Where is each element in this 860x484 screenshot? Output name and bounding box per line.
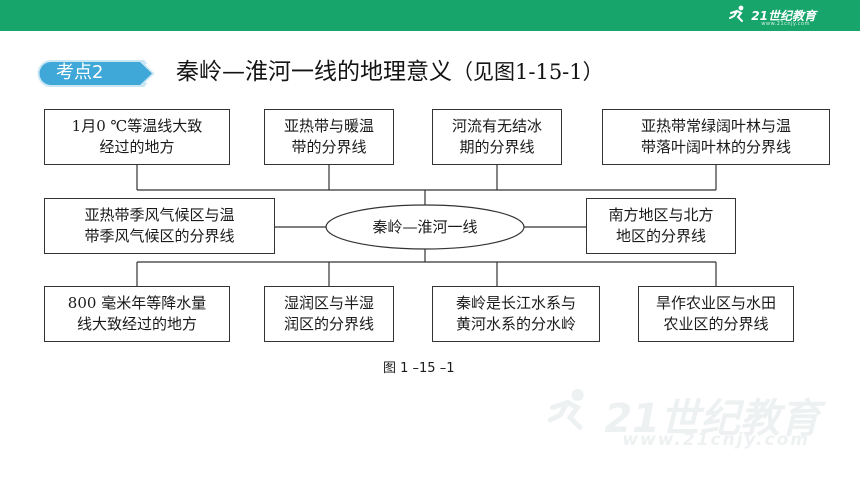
watermark: 21世纪教育 <box>542 385 820 445</box>
box-text-line: 带落叶阔叶林的分界线 <box>640 138 791 156</box>
section-tag-label: 考点2 <box>56 62 104 83</box>
box-monsoon-climate: 亚热带季风气候区与温 带季风气候区的分界线 <box>44 198 275 254</box>
box-text-line: 旱作农业区与水田 <box>655 294 776 312</box>
box-forest-boundary: 亚热带常绿阔叶林与温 带落叶阔叶林的分界线 <box>602 109 830 165</box>
box-text-line: 润区的分界线 <box>283 315 374 333</box>
box-text-line: 带的分界线 <box>291 138 367 156</box>
center-label: 秦岭—淮河一线 <box>372 218 478 236</box>
header-bar <box>0 0 860 31</box>
box-precipitation-800mm: 800 毫米年等降水量 线大致经过的地方 <box>44 286 230 342</box>
page-title: 秦岭—淮河一线的地理意义（见图1-15-1） <box>176 57 604 87</box>
runner-icon <box>728 4 748 27</box>
section-tag: 考点2 <box>36 58 160 89</box>
box-text-line: 亚热带常绿阔叶林与温 <box>640 117 791 135</box>
watermark-logo-text: 21世纪教育 <box>604 396 820 442</box>
box-text-line: 期的分界线 <box>459 138 535 156</box>
box-text-line: 地区的分界线 <box>615 227 706 245</box>
box-text-line: 经过的地方 <box>99 138 175 156</box>
box-text-line: 带季风气候区的分界线 <box>84 227 235 245</box>
box-text-line: 线大致经过的地方 <box>76 315 197 333</box>
box-text-line: 河流有无结冰 <box>451 117 542 135</box>
box-text-line: 农业区的分界线 <box>663 315 769 333</box>
box-text-line: 黄河水系的分水岭 <box>455 315 576 333</box>
box-text-line: 秦岭是长江水系与 <box>455 294 576 312</box>
box-north-south-regions: 南方地区与北方 地区的分界线 <box>586 198 736 254</box>
box-text-line: 800 毫米年等降水量 <box>67 294 207 312</box>
box-isotherm-0c: 1月0 ℃等温线大致 经过的地方 <box>44 109 230 165</box>
box-river-freezing: 河流有无结冰 期的分界线 <box>432 109 562 165</box>
box-text-line: 亚热带与暖温 <box>283 117 374 135</box>
watermark-runner-icon <box>542 385 598 445</box>
box-watershed: 秦岭是长江水系与 黄河水系的分水岭 <box>432 286 600 342</box>
watermark-url: www.21cnjy.com <box>622 430 810 450</box>
box-agriculture: 旱作农业区与水田 农业区的分界线 <box>638 286 794 342</box>
figure-caption: 图 1 –15 –1 <box>383 361 455 376</box>
brand-logo: 21世纪教育 <box>728 3 816 27</box>
box-text-line: 1月0 ℃等温线大致 <box>71 117 203 135</box>
box-text-line: 湿润区与半湿 <box>283 294 374 312</box>
box-humid-subhumid: 湿润区与半湿 润区的分界线 <box>264 286 394 342</box>
box-text-line: 南方地区与北方 <box>608 206 714 224</box>
page-title-text: 秦岭—淮河一线的地理意义 <box>176 59 452 85</box>
box-climate-zone-boundary: 亚热带与暖温 带的分界线 <box>264 109 394 165</box>
center-ellipse <box>325 204 525 250</box>
brand-logo-text: 21世纪教育 <box>751 8 816 23</box>
brand-url: www.21cnjy.com <box>761 21 810 27</box>
box-text-line: 亚热带季风气候区与温 <box>84 206 235 224</box>
figure-reference: （见图1-15-1） <box>452 60 604 84</box>
